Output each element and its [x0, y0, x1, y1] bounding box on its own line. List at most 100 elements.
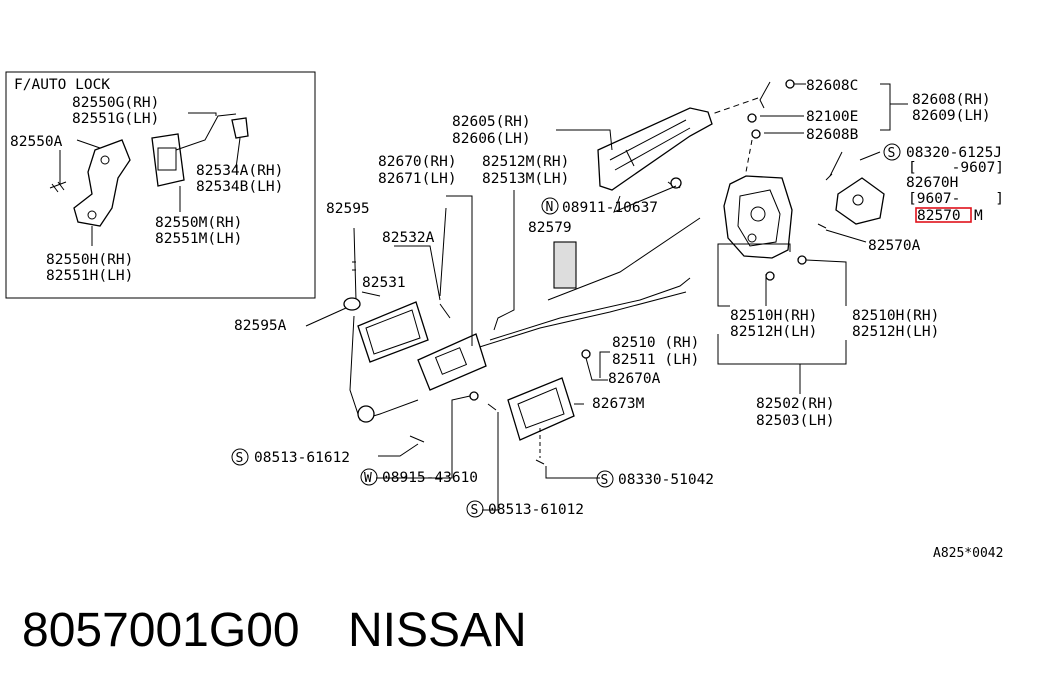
main-assembly — [343, 79, 885, 465]
symbol-w-08915: W — [360, 468, 378, 486]
label-82670A: 82670A — [608, 371, 661, 387]
label-08915-43610: 08915-43610 — [382, 470, 478, 486]
label-82570-highlighted: 82570 — [917, 208, 961, 224]
bracket-hole — [852, 194, 864, 206]
clip-82608C-drawing — [785, 79, 795, 89]
rod-dashed — [745, 139, 753, 173]
inside-handle-detail — [434, 347, 468, 375]
label-82550G: 82550G(RH) — [72, 95, 159, 111]
door-lock-gear — [750, 206, 766, 222]
label-82671LH: 82671(LH) — [378, 171, 457, 187]
label-82512M: 82512M(RH) — [482, 154, 569, 170]
leader-line — [76, 139, 101, 149]
label-82608C: 82608C — [806, 78, 858, 94]
outside-handle-drawing — [597, 107, 713, 191]
label-82606LH: 82606(LH) — [452, 131, 531, 147]
label-08911-10637: 08911-10637 — [562, 200, 658, 216]
escutcheon-drawing — [357, 301, 429, 363]
pad-82579-drawing — [553, 241, 577, 289]
symbol-s-08513b: S — [466, 500, 484, 518]
label-82570M-suffix: M — [974, 208, 983, 224]
label-82595A: 82595A — [234, 318, 287, 334]
part-labels: 82608C 82608(RH) 82609(LH) 82100E 82608B… — [231, 78, 1004, 561]
handle-82673M-inner — [517, 387, 565, 429]
label-82551M: 82551M(LH) — [155, 231, 242, 247]
clip-82670A-drawing — [581, 349, 591, 359]
label-08513-61012: 08513-61012 — [488, 502, 584, 518]
bolt-drawing — [409, 435, 425, 443]
highlight-box — [915, 207, 972, 223]
symbol-s-08513a: S — [231, 448, 249, 466]
auto-lock-inset: F/AUTO LOCK 82550G(RH) 82551G(LH) 82550A… — [5, 71, 316, 299]
inside-handle-drawing — [417, 333, 487, 391]
label-82100E: 82100E — [806, 109, 858, 125]
label-82595: 82595 — [326, 201, 370, 217]
label-82534B: 82534B(LH) — [196, 179, 283, 195]
door-lock-hole — [747, 233, 757, 243]
label-82511LH: 82511 (LH) — [612, 352, 699, 368]
label-82550M: 82550M(RH) — [155, 215, 242, 231]
inset-title: F/AUTO LOCK — [14, 77, 110, 93]
bellcrank-drawing — [357, 405, 375, 423]
rod-82510-b — [469, 291, 687, 351]
label-date-range-2: [9607- ] — [908, 191, 1004, 207]
label-82512H-LH-2: 82512H(LH) — [852, 324, 939, 340]
label-82608RH: 82608(RH) — [912, 92, 991, 108]
rod-drawing — [759, 81, 771, 109]
actuator-drawing — [151, 133, 185, 187]
label-08513-61612: 08513-61612 — [254, 450, 350, 466]
label-82605RH: 82605(RH) — [452, 114, 531, 130]
outside-handle-detail — [609, 119, 691, 171]
label-82551G: 82551G(LH) — [72, 111, 159, 127]
label-08330-51042: 08330-51042 — [618, 472, 714, 488]
label-82608B: 82608B — [806, 127, 859, 143]
washer-drawing — [469, 391, 479, 401]
brand-name: NISSAN — [348, 604, 527, 657]
screw-drawing — [487, 403, 497, 411]
part-number: 8057001G00 — [22, 604, 300, 657]
label-82503LH: 82503(LH) — [756, 413, 835, 429]
screw-drawing — [535, 459, 545, 465]
svg-text:S: S — [471, 503, 479, 518]
screw-82510H-drawing — [765, 271, 775, 281]
symbol-s-08320: S — [883, 143, 901, 161]
svg-text:S: S — [888, 146, 896, 161]
label-82670H: 82670H — [906, 175, 958, 191]
bracket-82670H-drawing — [835, 177, 885, 225]
clip-82100E-drawing — [747, 113, 757, 123]
label-82510RH: 82510 (RH) — [612, 335, 699, 351]
reference-code: A825*0042 — [933, 546, 1003, 561]
symbol-n-08911: N — [541, 197, 559, 215]
label-82510H-RH-1: 82510H(RH) — [730, 308, 817, 324]
actuator-bracket-drawing — [73, 139, 131, 227]
bracket-hole — [100, 155, 110, 165]
rod-dashed — [711, 97, 759, 115]
label-82550A: 82550A — [10, 134, 63, 150]
label-82670RH: 82670(RH) — [378, 154, 457, 170]
actuator-body — [157, 147, 177, 171]
label-82550H: 82550H(RH) — [46, 252, 133, 268]
label-82512H-LH-1: 82512H(LH) — [730, 324, 817, 340]
handle-82673M-drawing — [507, 377, 575, 441]
label-82551H: 82551H(LH) — [46, 268, 133, 284]
bracket-hole — [87, 210, 97, 220]
label-82531: 82531 — [362, 275, 406, 291]
leader-line — [188, 112, 217, 116]
knob-rod-drawing — [352, 227, 357, 301]
screw-drawing — [817, 223, 827, 229]
label-82609LH: 82609(LH) — [912, 108, 991, 124]
label-82534A: 82534A(RH) — [196, 163, 283, 179]
svg-text:N: N — [546, 200, 554, 215]
label-82579: 82579 — [528, 220, 572, 236]
clip-drawing — [231, 117, 249, 139]
label-date-range-1: [ -9607] — [908, 160, 1004, 176]
actuator-rod-drawing — [175, 113, 237, 151]
label-82510H-RH-2: 82510H(RH) — [852, 308, 939, 324]
rod-82510 — [489, 277, 691, 341]
clip-82608B-drawing — [751, 129, 761, 139]
rod-82512M — [493, 198, 515, 331]
door-lock-drawing — [723, 175, 793, 259]
escutcheon-inner — [365, 309, 421, 355]
screw-drawing — [439, 303, 451, 319]
